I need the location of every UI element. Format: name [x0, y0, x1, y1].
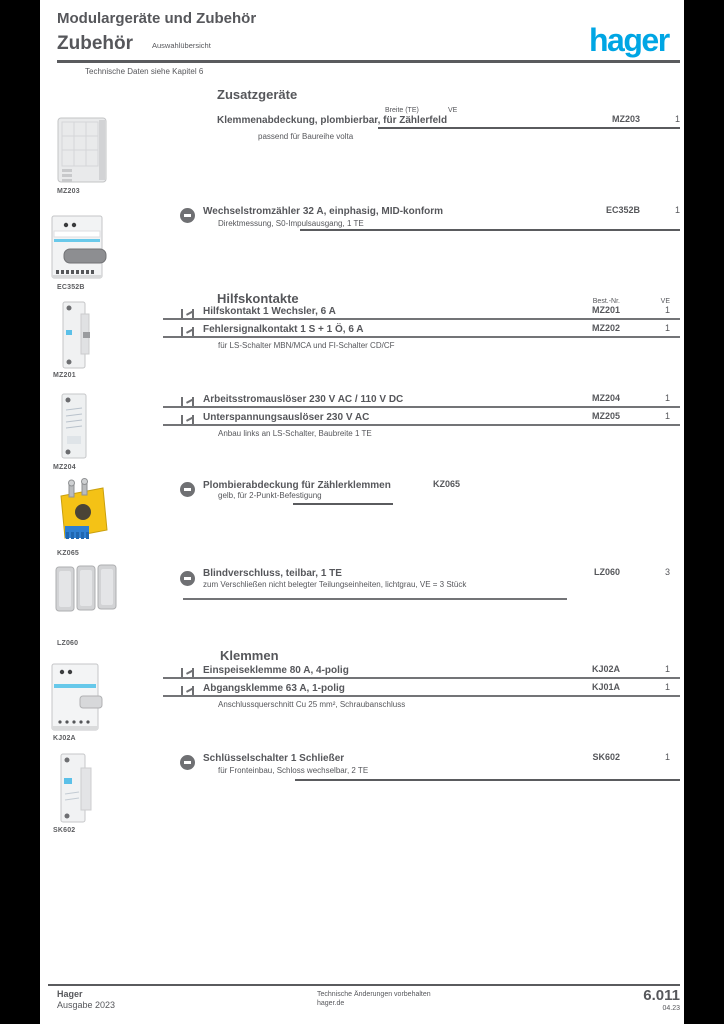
product-name: Einspeiseklemme 80 A, 4-polig [203, 665, 349, 676]
product-ref: MZ201 [591, 305, 620, 315]
edition-note: Auswahlübersicht [152, 41, 211, 50]
product-photo-aux-contact [57, 300, 92, 370]
contact-pictogram [180, 396, 195, 407]
product-ref: EC352B [605, 205, 640, 215]
product-ref: MZ203 [611, 114, 640, 124]
product-photo-terminal [50, 660, 105, 735]
product-ref: MZ204 [591, 393, 620, 403]
row-rule [163, 336, 680, 338]
header-subnote: Technische Daten siehe Kapitel 6 [85, 67, 204, 76]
footer-rule [48, 984, 680, 986]
pole-pictogram [180, 482, 195, 497]
product-spec: zum Verschließen nicht belegter Teilungs… [203, 580, 467, 589]
photo-caption: MZ201 [53, 372, 76, 379]
product-photo-cover [57, 116, 108, 186]
product-photo-key-switch [53, 752, 95, 825]
photo-caption: KZ065 [57, 550, 80, 557]
row-rule [378, 127, 680, 129]
photo-caption: SK602 [53, 827, 76, 834]
row-rule [163, 677, 680, 679]
product-subtext: passend für Baureihe volta [258, 132, 354, 141]
product-ref: KJ02A [591, 664, 620, 674]
product-pack: 1 [664, 393, 670, 403]
footer-page-number: 6.011 [643, 987, 680, 1004]
footer-brand: Hager [57, 989, 83, 999]
product-ref: KJ01A [591, 682, 620, 692]
page-title-line1: Modulargeräte und Zubehör [57, 10, 257, 27]
product-photo-blanking-modules [55, 563, 117, 615]
contact-pictogram [180, 326, 195, 337]
product-ref: MZ205 [591, 411, 620, 421]
product-name: Blindverschluss, teilbar, 1 TE [203, 568, 342, 579]
product-spec: Direktmessung, S0-Impulsausgang, 1 TE [218, 219, 364, 228]
product-photo-shunt-trip [57, 392, 92, 462]
row-rule [163, 318, 680, 320]
col-header-ve: VE [660, 298, 670, 305]
photo-caption: LZ060 [57, 640, 79, 647]
pole-pictogram [180, 208, 195, 223]
row-rule [295, 779, 680, 781]
product-pack: 1 [674, 114, 680, 124]
product-name: Fehlersignalkontakt 1 S + 1 Ö, 6 A [203, 324, 364, 335]
pole-pictogram [180, 571, 195, 586]
product-pack: 1 [664, 682, 670, 692]
product-subtext: für LS-Schalter MBN/MCA und FI-Schalter … [218, 341, 395, 350]
col-header-ve: VE [448, 107, 458, 114]
product-subtext: Anbau links an LS-Schalter, Baubreite 1 … [218, 429, 372, 438]
page-title-line2: Zubehör [57, 33, 133, 54]
product-pack: 1 [664, 305, 670, 315]
header-rule [57, 60, 680, 63]
product-ref: MZ202 [591, 323, 620, 333]
product-name: Klemmenabdeckung, plombierbar, für Zähle… [217, 115, 448, 126]
product-name: Schlüsselschalter 1 Schließer [203, 753, 345, 764]
contact-pictogram [180, 685, 195, 696]
col-header-ref: Best.-Nr. [592, 298, 620, 305]
product-subtext: gelb, für 2-Punkt-Befestigung [218, 491, 322, 500]
product-name: Abgangsklemme 63 A, 1-polig [203, 683, 345, 694]
product-ref: KZ065 [432, 479, 460, 489]
footer-page-sub: 04.23 [662, 1005, 680, 1012]
product-pack: 1 [664, 752, 670, 762]
product-pack: 3 [664, 567, 670, 577]
footer-edition: Ausgabe 2023 [57, 1000, 116, 1010]
footer-site: hager.de [317, 1000, 345, 1007]
product-photo-sealing-cover [55, 478, 110, 548]
product-subtext: Anschlussquerschnitt Cu 25 mm², Schrauba… [218, 700, 406, 709]
product-pack: 1 [664, 664, 670, 674]
product-pack: 1 [664, 323, 670, 333]
product-name: Arbeitsstromauslöser 230 V AC / 110 V DC [203, 394, 404, 405]
product-pack: 1 [674, 205, 680, 215]
row-rule [293, 503, 393, 505]
product-name: Hilfskontakt 1 Wechsler, 6 A [203, 306, 336, 317]
product-name: Unterspannungsauslöser 230 V AC [203, 412, 370, 423]
contact-pictogram [180, 414, 195, 425]
photo-caption: MZ204 [53, 464, 76, 471]
product-pack: 1 [664, 411, 670, 421]
section-heading-1: Zusatzgeräte [217, 87, 298, 102]
col-header-width: Breite (TE) [385, 107, 419, 114]
row-rule [183, 598, 567, 600]
catalog-page: Modulargeräte und Zubehör Zubehör Auswah… [40, 0, 684, 1024]
photo-caption: MZ203 [57, 188, 80, 195]
row-rule [300, 229, 680, 231]
photo-caption: EC352B [57, 284, 85, 291]
hager-logo: hager [589, 22, 670, 58]
product-ref: LZ060 [593, 567, 620, 577]
product-photo-meter [50, 212, 108, 282]
product-name: Plombierabdeckung für Zählerklemmen [203, 480, 391, 491]
row-rule [163, 424, 680, 426]
product-ref: SK602 [592, 752, 620, 762]
contact-pictogram [180, 308, 195, 319]
pole-pictogram [180, 755, 195, 770]
section-heading-3: Klemmen [220, 648, 279, 663]
product-name: Wechselstromzähler 32 A, einphasig, MID-… [203, 206, 444, 217]
product-spec: für Fronteinbau, Schloss wechselbar, 2 T… [218, 766, 369, 775]
row-rule [163, 695, 680, 697]
contact-pictogram [180, 667, 195, 678]
footer-note: Technische Änderungen vorbehalten [317, 991, 431, 998]
row-rule [163, 406, 680, 408]
section-heading-2: Hilfskontakte [217, 291, 299, 306]
photo-caption: KJ02A [53, 735, 76, 742]
